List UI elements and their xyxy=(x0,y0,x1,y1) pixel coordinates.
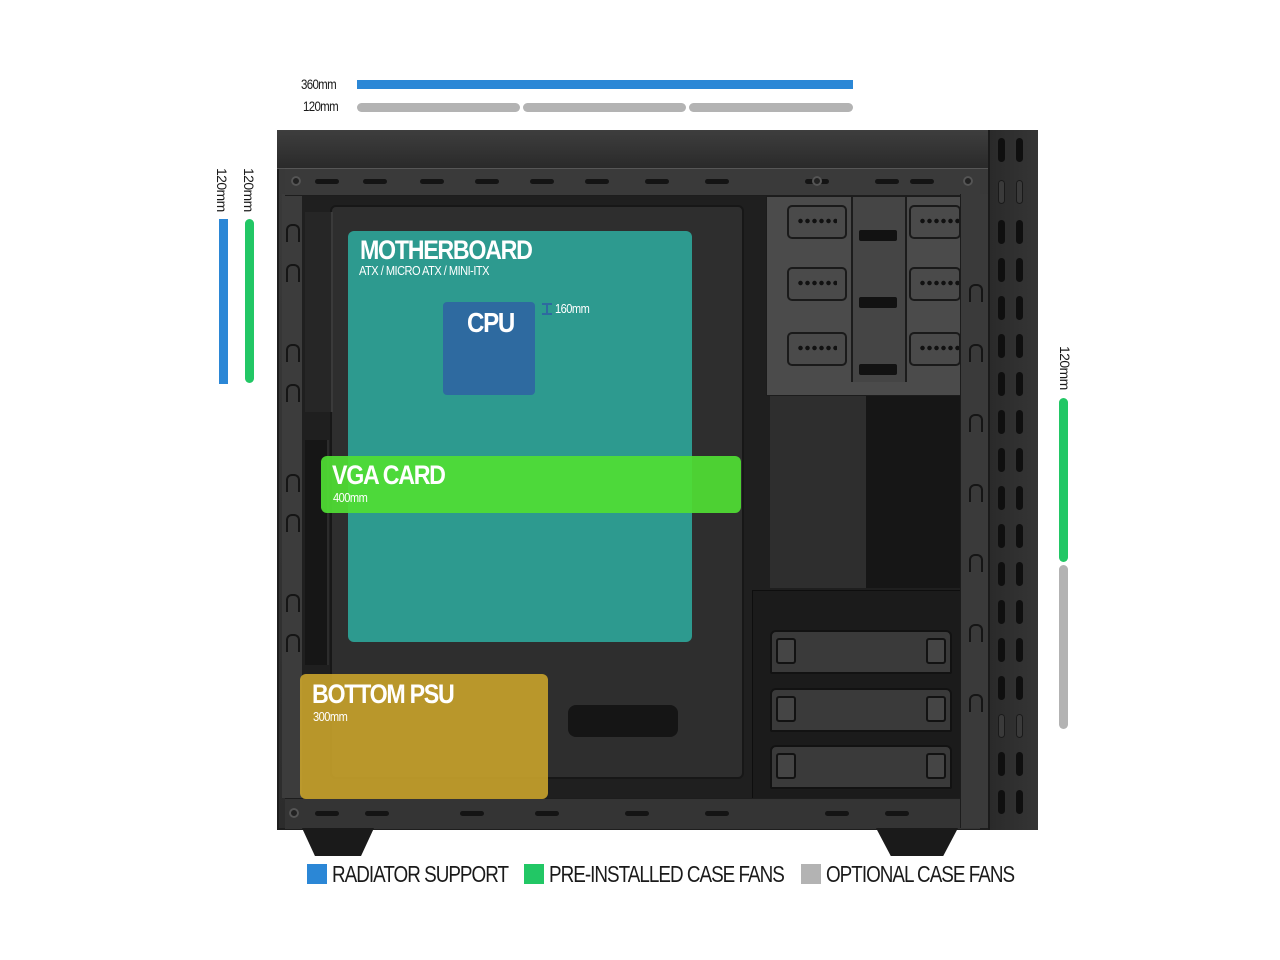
front-optional-fan-bar xyxy=(1059,565,1068,729)
slot-icon xyxy=(625,811,649,816)
mount-hook-icon xyxy=(969,624,983,642)
top-optional-fan-bar-1 xyxy=(357,103,520,112)
bottom-rail xyxy=(285,798,980,829)
mount-hook-icon xyxy=(969,344,983,362)
mount-hook-icon xyxy=(286,514,300,532)
mount-hook-icon xyxy=(286,384,300,402)
mount-hook-icon xyxy=(286,224,300,242)
slot-icon xyxy=(705,811,729,816)
legend-swatch-gray-icon xyxy=(801,864,821,884)
mount-hook-icon xyxy=(969,694,983,712)
vga-card-zone: VGA CARD 400mm xyxy=(321,456,741,513)
mount-hook-icon xyxy=(969,554,983,572)
slot-icon xyxy=(705,179,729,184)
rear-rail xyxy=(282,194,303,798)
rear-preinstalled-fan-bar xyxy=(245,219,254,383)
legend-swatch-green-icon xyxy=(524,864,544,884)
motherboard-zone: MOTHERBOARD ATX / MICRO ATX / MINI-ITX xyxy=(348,231,692,642)
legend-label: RADIATOR SUPPORT xyxy=(332,860,509,887)
screw-icon xyxy=(812,176,822,186)
slot-icon xyxy=(585,179,609,184)
rear-fan-dimension-label: 120mm xyxy=(241,168,257,212)
screw-icon xyxy=(291,176,301,186)
legend-swatch-blue-icon xyxy=(307,864,327,884)
legend-label: PRE-INSTALLED CASE FANS xyxy=(549,860,785,887)
slot-icon xyxy=(825,811,849,816)
top-optional-fan-bar-2 xyxy=(523,103,686,112)
psu-length: 300mm xyxy=(313,709,348,724)
top-fan-dimension-label: 120mm xyxy=(303,98,339,114)
mount-hook-icon xyxy=(286,344,300,362)
hdd-tray xyxy=(770,630,952,674)
mount-hook-icon xyxy=(286,594,300,612)
screw-icon xyxy=(289,808,299,818)
motherboard-form-factors: ATX / MICRO ATX / MINI-ITX xyxy=(359,263,490,278)
top-rail xyxy=(285,168,980,196)
slot-icon xyxy=(475,179,499,184)
hdd-tray xyxy=(770,745,952,789)
case-foot-front xyxy=(876,828,958,856)
vga-length: 400mm xyxy=(333,490,368,505)
drive-bay-cage xyxy=(766,196,962,396)
front-panel xyxy=(988,130,1038,830)
case-top-panel xyxy=(277,130,990,169)
hdd-tray xyxy=(770,688,952,732)
legend-preinstalled-fans: PRE-INSTALLED CASE FANS xyxy=(524,862,835,886)
psu-zone: BOTTOM PSU 300mm xyxy=(300,674,548,799)
legend-label: OPTIONAL CASE FANS xyxy=(826,860,1015,887)
mount-hook-icon xyxy=(286,474,300,492)
top-optional-fan-bar-3 xyxy=(689,103,853,112)
case-foot-rear xyxy=(302,828,374,856)
top-radiator-bar xyxy=(357,80,853,89)
mount-hook-icon xyxy=(969,484,983,502)
height-clearance-icon xyxy=(542,303,552,315)
slot-icon xyxy=(315,811,339,816)
mount-hook-icon xyxy=(286,634,300,652)
slot-icon xyxy=(885,811,909,816)
legend-optional-fans: OPTIONAL CASE FANS xyxy=(801,862,1055,886)
bottom-cutout xyxy=(568,705,678,737)
front-fan-area xyxy=(866,396,960,588)
cpu-zone: CPU xyxy=(443,302,535,395)
cpu-cooler-clearance: 160mm xyxy=(555,301,590,316)
slot-icon xyxy=(363,179,387,184)
top-radiator-dimension-label: 360mm xyxy=(301,76,337,92)
rear-fan xyxy=(305,212,333,412)
slot-icon xyxy=(530,179,554,184)
vga-title: VGA CARD xyxy=(332,460,446,490)
slot-icon xyxy=(315,179,339,184)
cpu-title: CPU xyxy=(467,307,515,338)
front-preinstalled-fan-bar xyxy=(1059,398,1068,562)
slot-icon xyxy=(645,179,669,184)
slot-icon xyxy=(365,811,389,816)
mount-hook-icon xyxy=(286,264,300,282)
front-rail xyxy=(960,194,989,828)
slot-icon xyxy=(875,179,899,184)
legend-radiator-support: RADIATOR SUPPORT xyxy=(307,862,547,886)
rear-radiator-dimension-label: 120mm xyxy=(214,168,230,212)
motherboard-title: MOTHERBOARD xyxy=(360,235,533,265)
slot-icon xyxy=(460,811,484,816)
screw-icon xyxy=(963,176,973,186)
slot-icon xyxy=(910,179,934,184)
rear-radiator-bar xyxy=(219,219,228,384)
psu-title: BOTTOM PSU xyxy=(312,679,455,709)
slot-icon xyxy=(535,811,559,816)
mount-hook-icon xyxy=(969,414,983,432)
mount-hook-icon xyxy=(969,284,983,302)
slot-icon xyxy=(420,179,444,184)
front-fan-dimension-label: 120mm xyxy=(1057,346,1073,390)
